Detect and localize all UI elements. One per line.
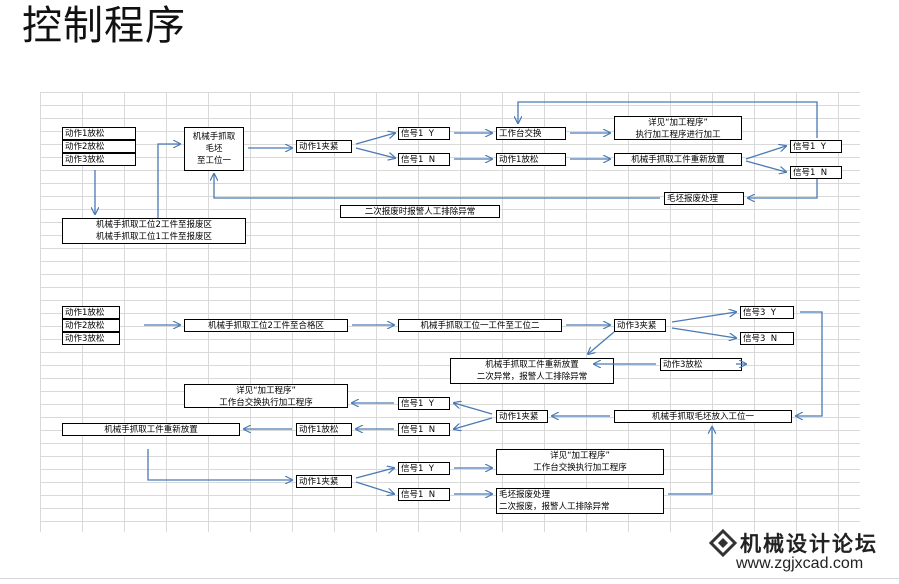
flow-box-replace3: 机械手抓取工件重新放置 [62,423,240,436]
flow-box-sig3y: 信号3 Y [740,306,794,319]
flow-box-alarm1: 二次报废时报警人工排除异常 [340,205,500,218]
flow-arrow [355,481,394,494]
flow-box-sig1n: 信号1 N [398,153,450,166]
flow-box-b-clamp1: 动作1夹紧 [496,410,548,423]
diamond-logo-icon [708,528,738,558]
flow-arrow [355,468,394,479]
flow-arrow [671,327,736,338]
flow-box-clamp1: 动作1夹紧 [296,140,352,153]
flow-arrow [147,449,292,480]
flow-arrow [518,101,818,138]
flow-box-c-sig1y: 信号1 Y [398,462,450,475]
flow-box-t3: 动作3放松 [62,332,120,345]
watermark-logo: 机械设计论坛 www.zgjxcad.com [708,528,893,576]
flow-arrow [745,160,786,172]
flow-box-rel1: 动作1放松 [496,153,566,166]
flow-box-sig1y-r: 信号1 Y [790,140,842,153]
flow-box-c-clamp1: 动作1夹紧 [296,475,352,488]
flow-box-proc2: 详见“加工程序” 工作台交换执行加工程序 [184,384,348,408]
flow-arrow [671,312,736,323]
watermark-name: 机械设计论坛 [740,532,878,556]
flow-arrow [454,417,493,429]
flow-arrow [355,133,395,145]
flow-box-sig1n-r: 信号1 N [790,166,842,179]
flow-box-s1: 动作1放松 [62,127,136,140]
flow-box-reject: 机械手抓取工位2工件至报废区 机械手抓取工位1工件至报废区 [62,218,246,244]
flow-arrow [748,179,818,198]
flow-arrow [454,403,493,415]
flow-arrow [214,174,660,199]
flow-box-scrap1: 毛坯报废处理 [664,192,744,205]
flow-box-sig3n: 信号3 N [740,332,794,345]
flow-arrow [588,331,615,354]
flow-box-b-sig1y: 信号1 Y [398,397,450,410]
flow-box-replace2: 机械手抓取工件重新放置 二次异常，报警人工排除异常 [450,358,614,384]
flow-box-toqual: 机械手抓取工位2工件至合格区 [184,319,348,332]
page-title: 控制程序 [22,3,186,49]
flow-box-sig1y: 信号1 Y [398,127,450,140]
flow-box-putblank: 机械手抓取毛坯放入工位一 [614,410,792,423]
flow-box-t2: 动作2放松 [62,319,120,332]
flow-arrow [745,146,786,160]
flow-box-swap: 工作台交换 [496,127,566,140]
flow-arrows [40,101,823,532]
flow-arrow [355,147,395,158]
flow-box-t1: 动作1放松 [62,306,120,319]
flow-box-b-rel1: 动作1放松 [296,423,352,436]
watermark-url: www.zgjxcad.com [736,555,864,572]
flow-box-replace1: 机械手抓取工件重新放置 [614,153,742,166]
flow-box-w1to2: 机械手抓取工位一工件至工位二 [398,319,562,332]
flow-box-b-sig1n: 信号1 N [398,423,450,436]
flow-box-grab1: 机械手抓取 毛坯 至工位一 [184,127,244,171]
flow-box-proc: 详见“加工程序” 执行加工程序进行加工 [614,116,742,140]
flow-box-scrap2: 毛坯报废处理 二次报废，报警人工排除异常 [496,488,664,514]
bottom-rule [0,578,899,579]
flow-arrow [157,144,180,218]
flow-box-proc3: 详见“加工程序” 工作台交换执行加工程序 [496,449,664,475]
flow-box-s3: 动作3放松 [62,153,136,166]
flow-box-clamp3: 动作3夹紧 [614,319,666,332]
flow-box-s2: 动作2放松 [62,140,136,153]
flow-box-c-sig1n: 信号1 N [398,488,450,501]
flow-arrow [796,311,823,416]
flow-arrow [668,427,712,495]
